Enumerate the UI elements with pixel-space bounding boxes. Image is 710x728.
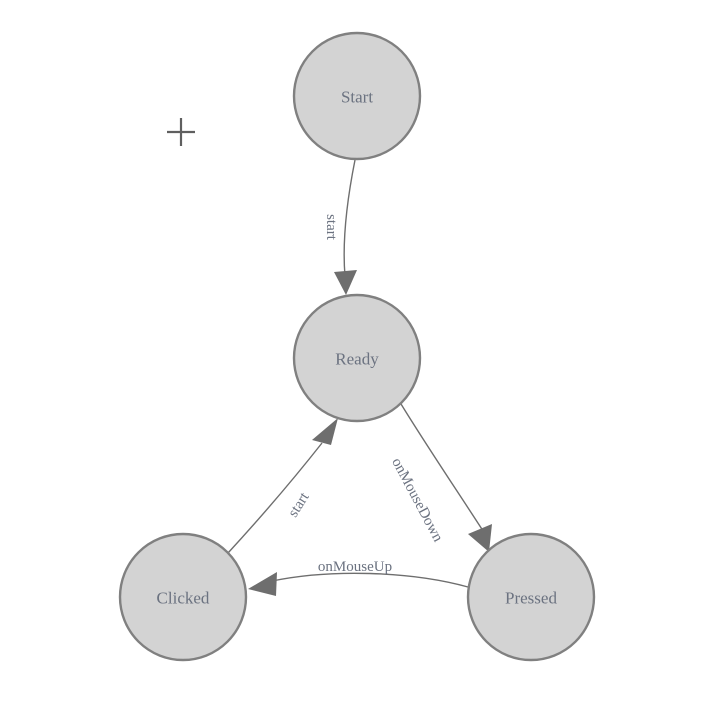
edge-label-clicked-to-ready: start [285, 489, 313, 520]
arrowhead-icon [334, 270, 357, 295]
edge-ready-to-pressed[interactable]: onMouseDown [388, 403, 492, 552]
edge-label-ready-to-pressed: onMouseDown [388, 455, 446, 545]
edge-pressed-to-clicked[interactable]: onMouseUp [248, 559, 469, 596]
node-ready-circle[interactable] [292, 293, 422, 423]
arrowhead-icon [248, 572, 277, 596]
node-ready[interactable]: Ready [292, 293, 422, 423]
edge-line [227, 442, 323, 554]
edge-clicked-to-ready[interactable]: start [227, 418, 338, 554]
node-start-circle[interactable] [292, 31, 422, 161]
node-clicked-label: Clicked [157, 589, 210, 608]
node-pressed[interactable]: Pressed [466, 532, 596, 662]
edge-line [271, 572, 469, 588]
arrowhead-icon [312, 418, 338, 445]
node-pressed-label: Pressed [505, 589, 557, 608]
edge-start-to-ready[interactable]: start [323, 159, 357, 295]
node-start-label: Start [341, 88, 373, 107]
edge-line [343, 159, 356, 277]
node-start[interactable]: Start [292, 31, 422, 161]
plus-marker-icon [167, 118, 195, 146]
edge-label-pressed-to-clicked: onMouseUp [318, 559, 392, 575]
arrowhead-icon [468, 524, 492, 552]
node-ready-label: Ready [335, 350, 379, 369]
edge-line [400, 403, 488, 538]
node-clicked-circle[interactable] [118, 532, 248, 662]
node-clicked[interactable]: Clicked [118, 532, 248, 662]
edge-label-start-to-ready: start [323, 214, 339, 241]
node-pressed-circle[interactable] [466, 532, 596, 662]
